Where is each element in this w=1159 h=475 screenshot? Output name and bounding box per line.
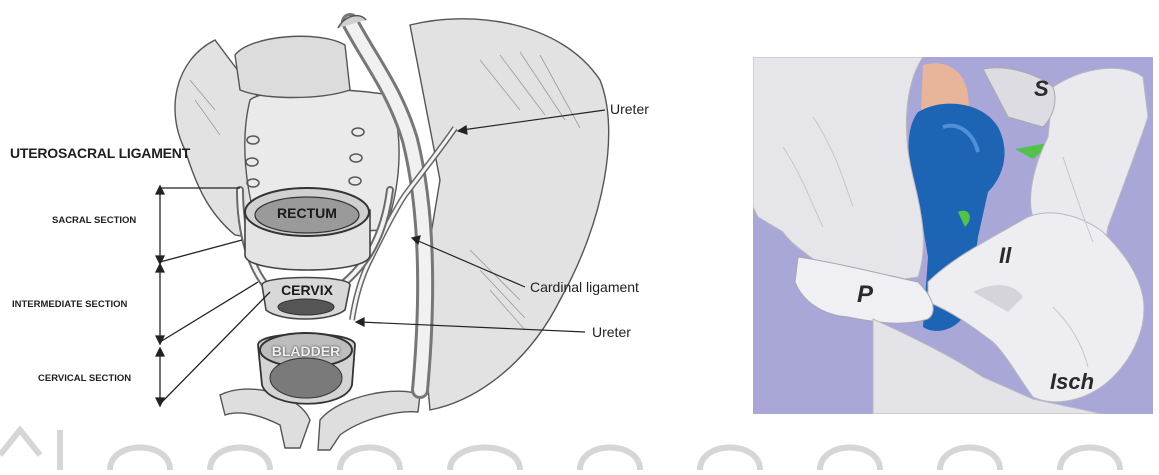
pelvis-3d-render: S Il P Isch [753, 57, 1153, 414]
ureter-bottom-label: Ureter [592, 324, 631, 340]
sacrum-letter: S [1034, 76, 1049, 102]
rectum-shape [245, 188, 370, 270]
sacral-section-label: SACRAL SECTION [52, 215, 136, 226]
ilium-bone [753, 57, 923, 287]
uterosacral-ligament-title: UTEROSACRAL LIGAMENT [10, 145, 190, 161]
intermediate-section-label: INTERMEDIATE SECTION [12, 299, 127, 310]
vertebra [235, 36, 350, 97]
cervix-label: CERVIX [272, 282, 342, 298]
ischium-letter: Isch [1050, 369, 1094, 395]
rectum-label: RECTUM [270, 205, 344, 221]
ureter-top-label: Ureter [610, 101, 649, 117]
ilium-letter: Il [999, 243, 1011, 269]
pubis-letter: P [857, 281, 873, 309]
decorative-watermark [0, 430, 1120, 470]
right-iliac-wing [410, 19, 609, 410]
pelvis-3d-svg [753, 57, 1153, 414]
cervical-section-label: CERVICAL SECTION [38, 373, 131, 384]
cardinal-ligament-label: Cardinal ligament [530, 279, 639, 295]
bladder-label: BLADDER [260, 343, 352, 359]
